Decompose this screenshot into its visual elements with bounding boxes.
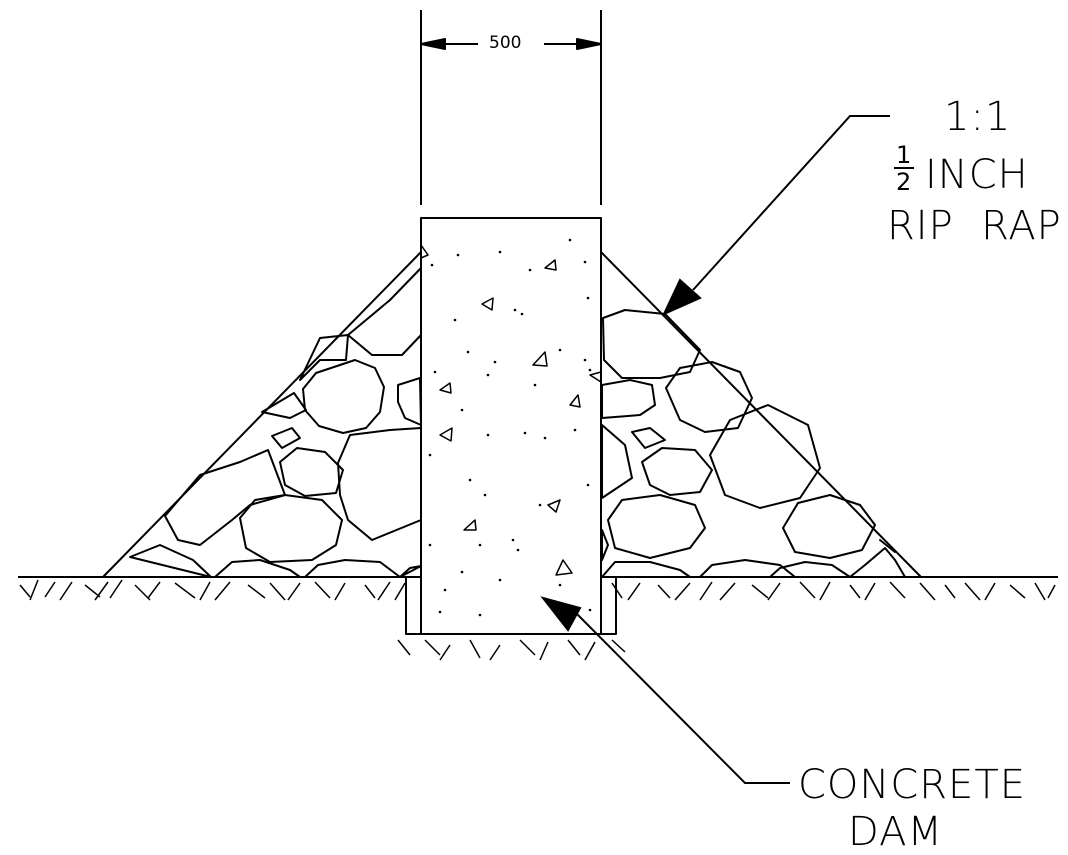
dimension-arrow-right bbox=[576, 38, 602, 50]
riprap-slope-label: 1:1 bbox=[944, 94, 1012, 140]
riprap-size-unit-label: INCH bbox=[925, 152, 1029, 198]
fraction-bar bbox=[894, 167, 914, 169]
riprap-slope-left bbox=[102, 251, 422, 578]
ground-hatching bbox=[19, 579, 1056, 661]
riprap-rocks-right bbox=[601, 309, 906, 578]
concrete-dam bbox=[420, 217, 602, 635]
riprap-slope-right bbox=[600, 251, 922, 578]
riprap-rocks-left bbox=[129, 267, 422, 578]
dam-label-line2: DAM bbox=[848, 809, 943, 855]
concrete-speckles bbox=[428, 238, 592, 617]
dam-leader bbox=[540, 596, 790, 784]
concrete-aggregate bbox=[420, 244, 602, 576]
riprap-leader bbox=[661, 115, 890, 317]
dam-label-line1: CONCRETE bbox=[798, 762, 1027, 808]
dimension-arrow-left bbox=[420, 38, 446, 50]
fraction-denominator: 2 bbox=[896, 168, 912, 196]
fraction-numerator: 1 bbox=[896, 141, 912, 169]
width-dimension-label: 500 bbox=[487, 33, 524, 53]
riprap-material-label: RIP RAP bbox=[887, 203, 1062, 249]
